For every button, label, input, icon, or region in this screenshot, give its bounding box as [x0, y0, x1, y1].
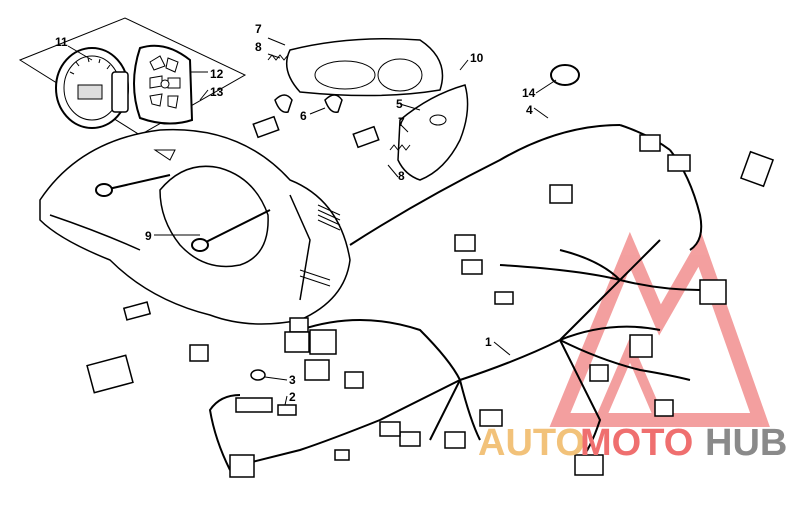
watermark-auto: AUTO [478, 422, 585, 464]
headlight-housing [39, 128, 351, 325]
callout-4: 4 [526, 103, 533, 117]
callout-5: 5 [396, 97, 403, 111]
clamp-ring [550, 64, 580, 86]
callout-11: 11 [55, 35, 68, 49]
callout-8-mid: 8 [398, 169, 405, 183]
callout-2: 2 [289, 390, 296, 404]
small-part [250, 369, 266, 381]
watermark-logo [549, 231, 770, 427]
callout-14: 14 [522, 86, 536, 100]
headlight-cover [285, 38, 444, 97]
callout-12: 12 [210, 67, 224, 81]
callout-7-top: 7 [255, 22, 262, 36]
callout-3: 3 [289, 373, 296, 387]
mounting-bolt [95, 174, 271, 252]
gauge-bezel [133, 44, 194, 125]
electrical-connector [86, 115, 775, 478]
callout-9: 9 [145, 229, 152, 243]
callout-1: 1 [485, 335, 492, 349]
headlight-bezel [397, 84, 469, 181]
callout-13: 13 [210, 85, 224, 99]
callout-7-mid: 7 [398, 115, 405, 129]
watermark-hub: HUB [705, 422, 787, 464]
bulb [274, 94, 343, 113]
watermark-moto: MOTO [580, 422, 693, 464]
watermark-text: AUTO MOTO HUB [478, 422, 787, 464]
speedometer-gauge [55, 47, 129, 129]
callout-8-top: 8 [255, 40, 262, 54]
callout-labels: 11 12 13 7 8 10 5 7 6 8 9 14 4 1 3 2 [55, 22, 536, 404]
wiring-harness [208, 239, 701, 471]
callout-10: 10 [470, 51, 484, 65]
leader-lines [67, 37, 557, 406]
callout-6: 6 [300, 109, 307, 123]
